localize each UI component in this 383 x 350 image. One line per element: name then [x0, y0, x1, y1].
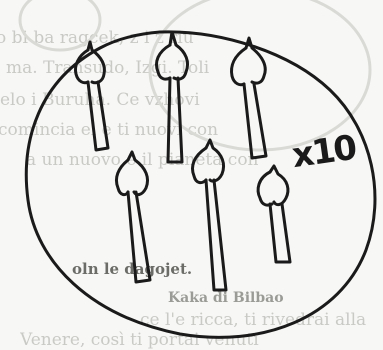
organism-sketch [157, 32, 188, 162]
organism-sketch [232, 38, 266, 158]
organism-sketch [116, 152, 150, 282]
organism-sketch [193, 140, 227, 290]
organism-sketch [258, 166, 290, 262]
organism-sketch [76, 42, 109, 150]
